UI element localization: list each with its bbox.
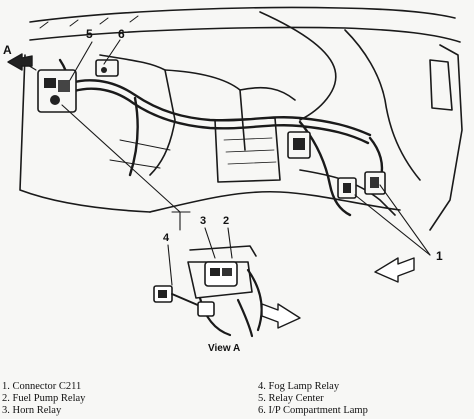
compartment-lamp [95, 59, 119, 77]
legend-item: 6. I/P Compartment Lamp [258, 405, 368, 416]
legend: 1. Connector C211 2. Fuel Pump Relay 3. … [0, 376, 474, 419]
view-a-inset [153, 245, 263, 338]
wire-harness [53, 58, 384, 217]
callout-view-a-marker: A [3, 43, 12, 57]
legend-item: 2. Fuel Pump Relay [2, 393, 86, 404]
connector-c211 [337, 171, 386, 199]
callout-compartment-lamp: 6 [118, 27, 125, 41]
mid-connector [287, 131, 311, 159]
callout-fuel-pump-relay: 2 [223, 215, 230, 227]
callout-relay-center: 5 [86, 27, 93, 41]
callout-leaders [15, 39, 431, 286]
relay-center [37, 69, 77, 113]
view-a-caption: View A [208, 343, 241, 354]
legend-column-right: 4. Fog Lamp Relay 5. Relay Center 6. I/P… [258, 381, 368, 417]
legend-item: 5. Relay Center [258, 393, 324, 404]
legend-item: 1. Connector C211 [2, 381, 82, 392]
callout-connector-c211: 1 [436, 249, 443, 263]
dashboard-wiring-drawing [7, 6, 463, 338]
callout-fog-lamp-relay: 4 [163, 232, 170, 244]
legend-column-left: 1. Connector C211 2. Fuel Pump Relay 3. … [2, 381, 85, 417]
direction-arrows [7, 53, 415, 329]
legend-item: 3. Horn Relay [2, 405, 62, 416]
callout-horn-relay: 3 [200, 215, 207, 227]
legend-item: 4. Fog Lamp Relay [258, 381, 340, 392]
